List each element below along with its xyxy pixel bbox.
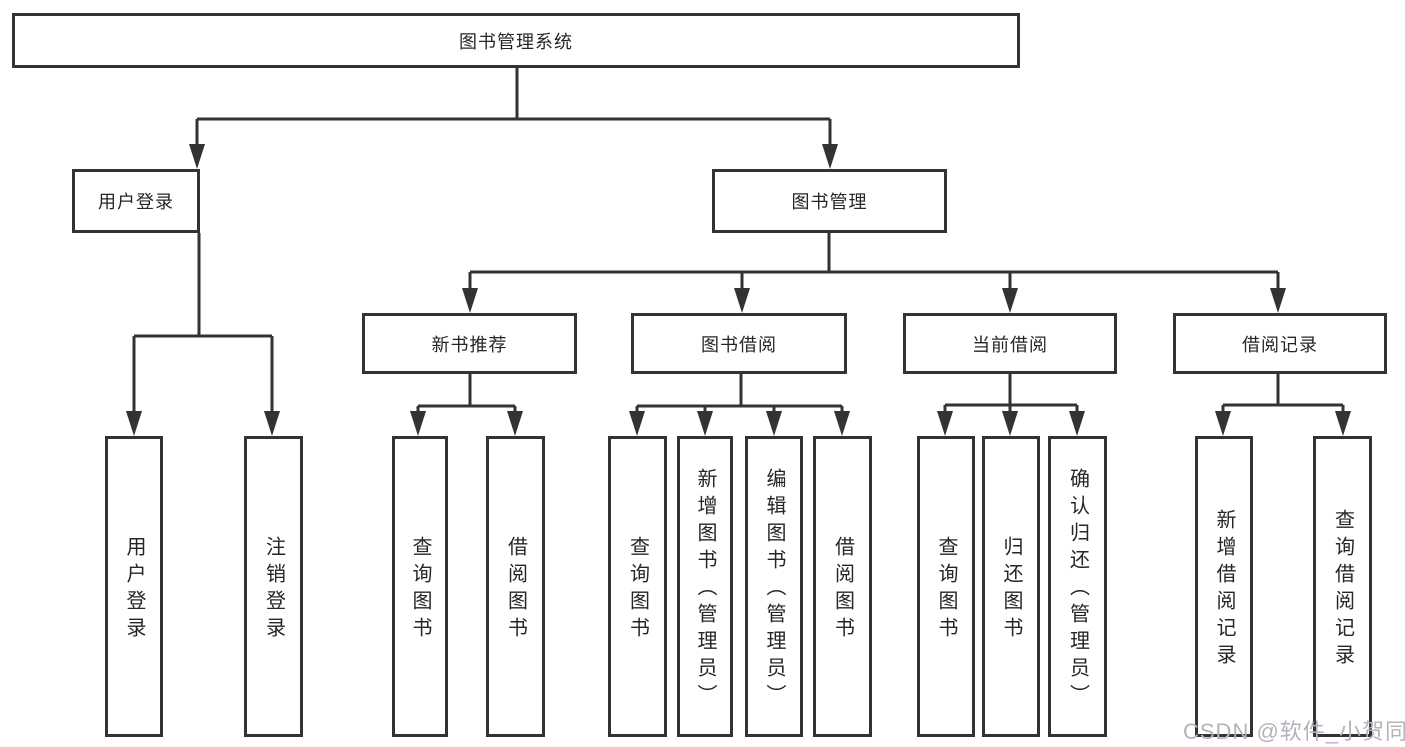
leaf-add-borrow-record: 新增借阅记录 — [1195, 436, 1253, 737]
leaf-add-book-admin: 新增图书（管理员） — [677, 436, 733, 737]
node-book-management: 图书管理 — [712, 169, 947, 233]
leaf-query-books-current: 查询图书 — [917, 436, 975, 737]
node-current-borrowing: 当前借阅 — [903, 313, 1117, 374]
leaf-edit-book-admin: 编辑图书（管理员） — [745, 436, 803, 737]
node-new-book-recommendation: 新书推荐 — [362, 313, 577, 374]
leaf-query-borrow-record: 查询借阅记录 — [1313, 436, 1372, 737]
leaf-borrow-books-recommend: 借阅图书 — [486, 436, 545, 737]
leaf-logout: 注销登录 — [244, 436, 303, 737]
leaf-user-login: 用户登录 — [105, 436, 163, 737]
csdn-watermark: CSDN @软件_小贺同学 — [1183, 719, 1405, 744]
leaf-return-books: 归还图书 — [982, 436, 1040, 737]
node-user-login: 用户登录 — [72, 169, 200, 233]
leaf-borrow-books: 借阅图书 — [813, 436, 872, 737]
node-library-management-system: 图书管理系统 — [12, 13, 1020, 68]
leaf-confirm-return-admin: 确认归还（管理员） — [1048, 436, 1107, 737]
node-borrowing-records: 借阅记录 — [1173, 313, 1387, 374]
node-book-borrowing: 图书借阅 — [631, 313, 847, 374]
leaf-query-books-borrowing: 查询图书 — [608, 436, 667, 737]
leaf-query-books-recommend: 查询图书 — [392, 436, 448, 737]
